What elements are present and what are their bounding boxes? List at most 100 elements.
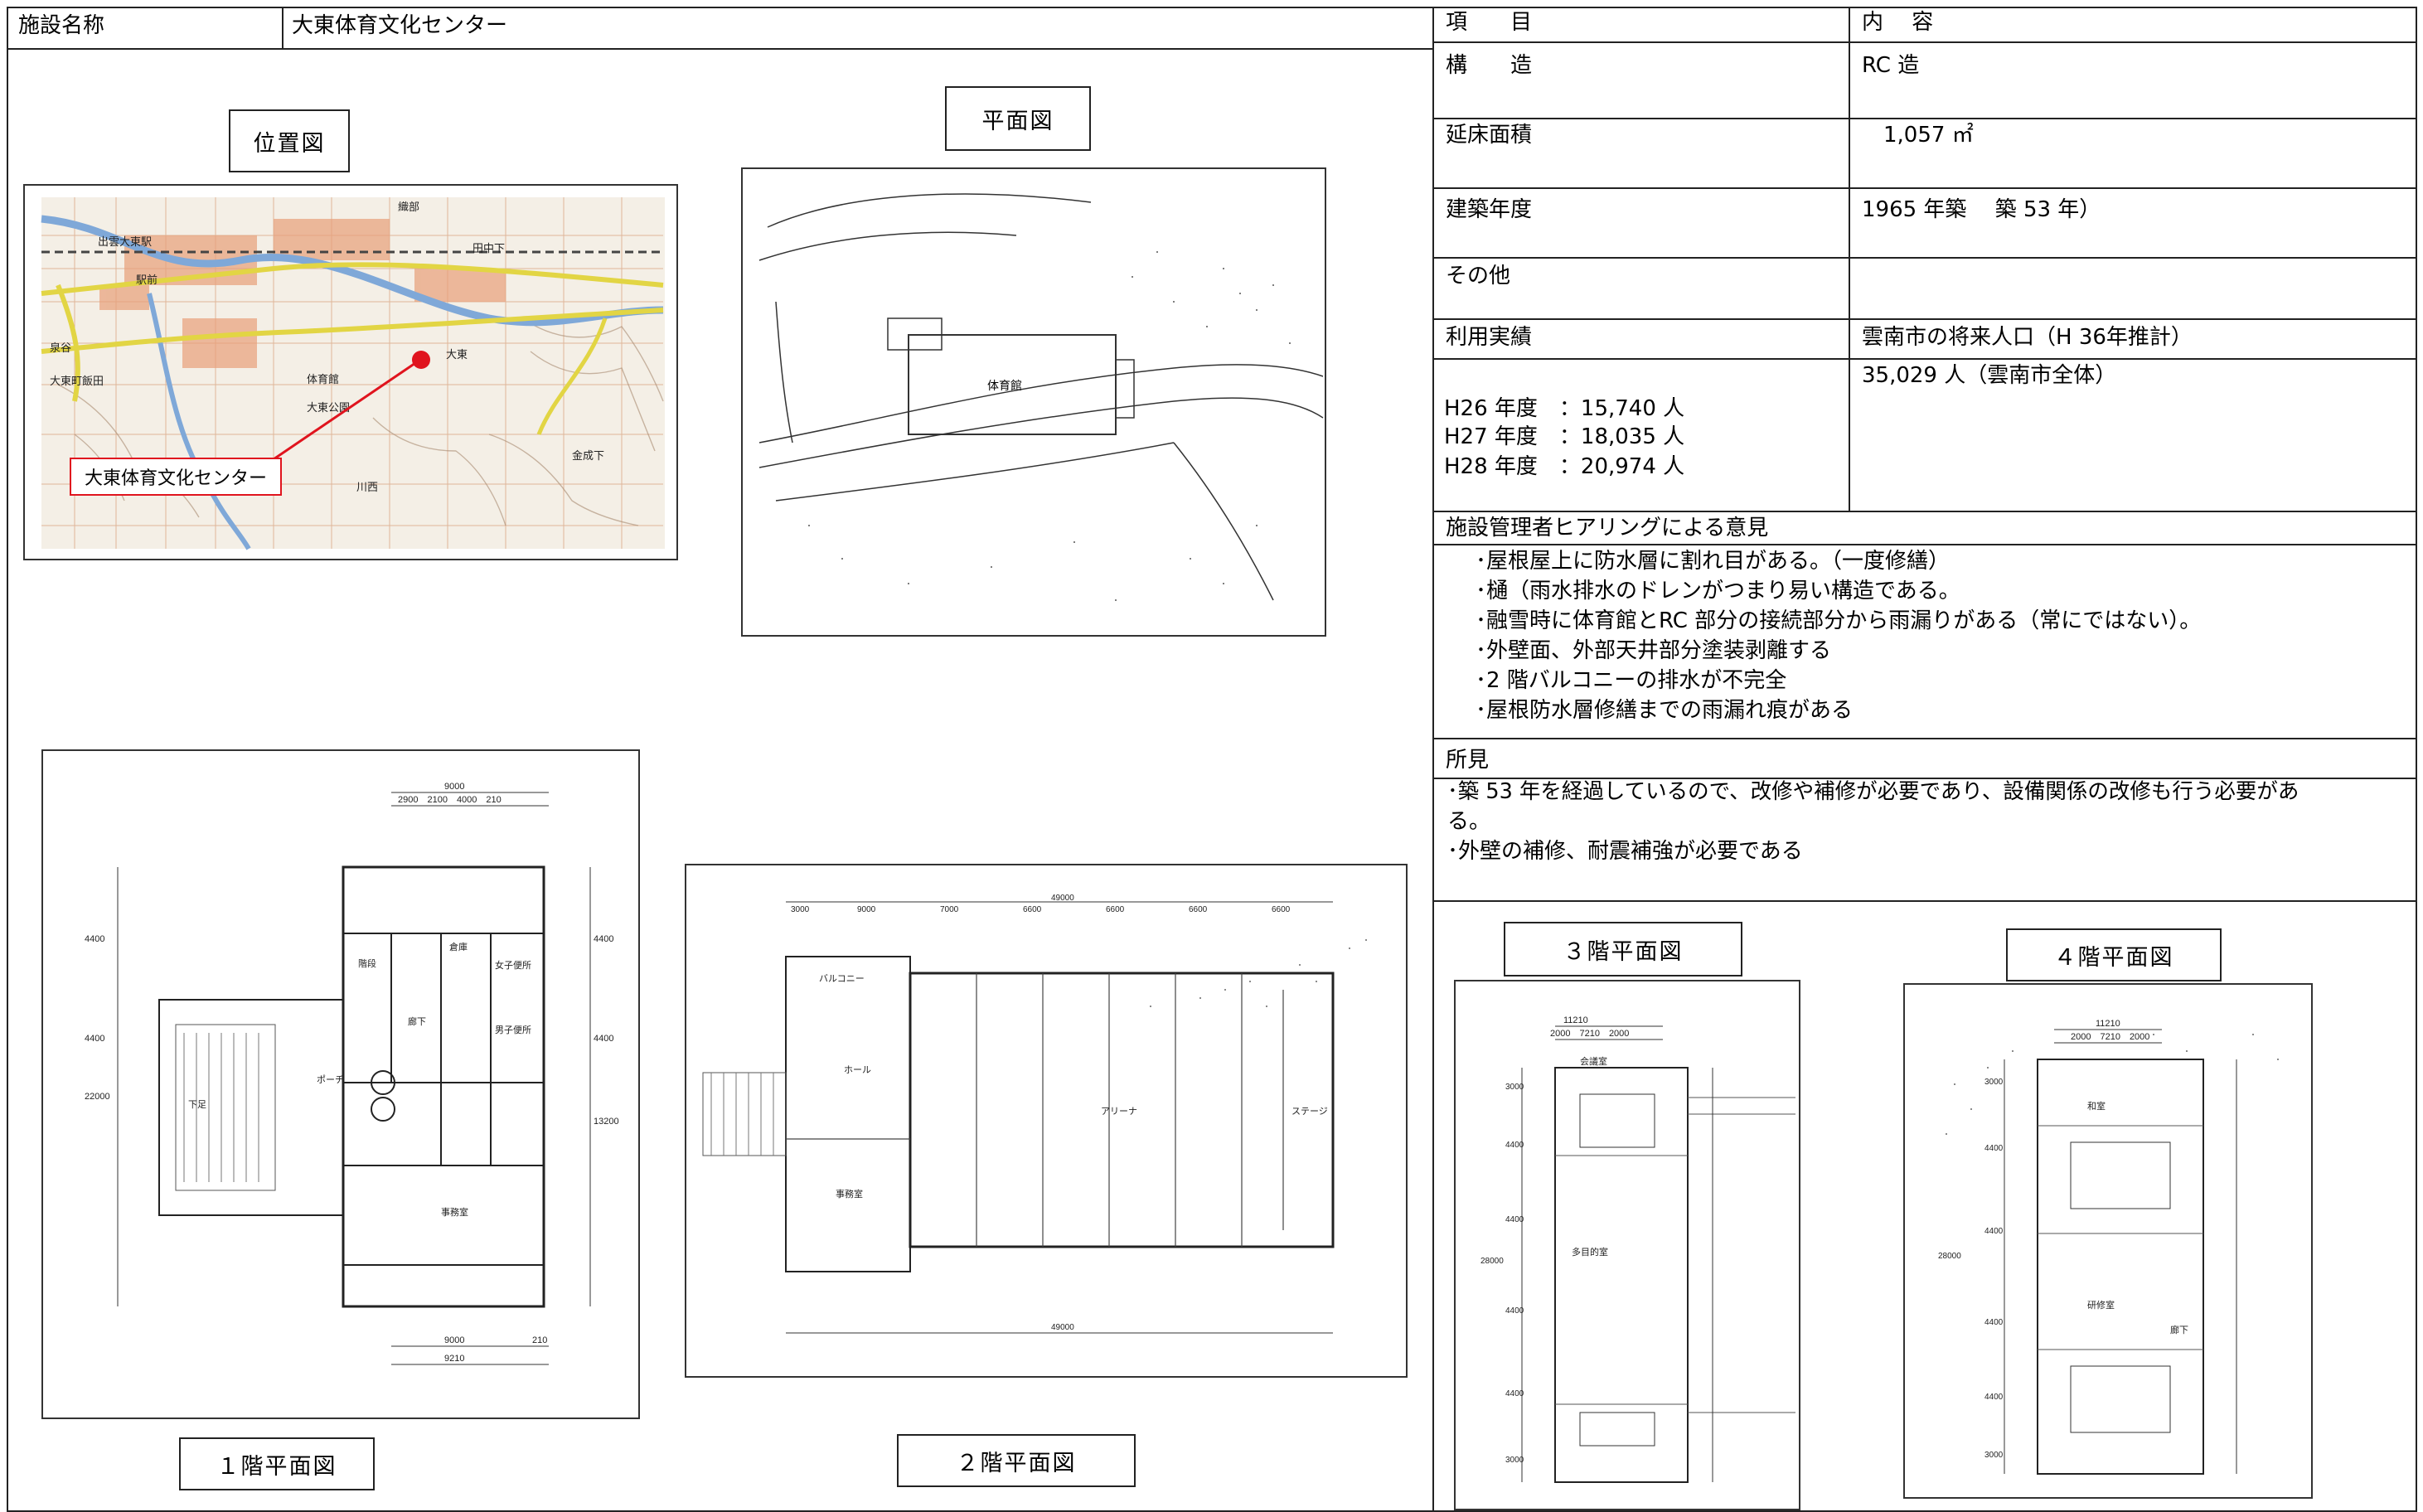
opinion-item: ･2 階バルコニーの排水が不完全 (1476, 668, 1787, 693)
table-line (1432, 738, 2417, 739)
f3-hall: 多目的室 (1572, 1246, 1608, 1258)
f2-office: 事務室 (836, 1188, 863, 1199)
f1-stair: 階段 (358, 957, 376, 969)
f1-dim-bottom: 9000 (444, 1335, 464, 1345)
f3-side: 3000 (1505, 1083, 1524, 1092)
row-year-value: 1965 年築 築 53 年） (1862, 197, 2101, 222)
f1-dim-bottom2: 9210 (444, 1354, 464, 1364)
table-line (1432, 358, 2417, 360)
f2-seg: 9000 (857, 905, 876, 914)
findings-line: ･築 53 年を経過しているので、改修や補修が必要であり、設備関係の改修も行う必… (1447, 779, 2299, 804)
floor1-graphic: 9000 2900 2100 4000 210 9000 210 9210 (85, 782, 619, 1365)
f1-office: 事務室 (441, 1206, 468, 1218)
f1-porch: ポーチ (317, 1074, 344, 1085)
floor2-caption: ２階平面図 (897, 1434, 1136, 1487)
location-map-caption: 位置図 (229, 109, 350, 172)
map-callout: 大東体育文化センター (70, 458, 282, 496)
f1-side-dim: 4400 (85, 934, 104, 944)
usage-line-h26: H26 年度 ：15,740 人 (1444, 396, 1685, 421)
floor2-plan: 49000 49000 3000 9000 7000 6600 6600 660… (685, 864, 1408, 1378)
map-label-iida: 大東町飯田 (50, 375, 104, 387)
map-label-station: 出雲大東駅 (98, 235, 152, 248)
f1-dim-top: 9000 (444, 782, 464, 792)
f3-side: 4400 (1505, 1306, 1524, 1316)
row-structure-label: 構 造 (1446, 53, 1533, 78)
map-label-daito: 大東 (446, 348, 468, 361)
f2-seg: 6600 (1272, 905, 1291, 914)
site-plan: 体育館 (741, 167, 1326, 637)
f2-dim-top: 49000 (1051, 894, 1074, 903)
site-gym-label: 体育館 (987, 379, 1022, 392)
location-map: 出雲大東駅 駅前 大東 体育館 大東公園 川西 泉谷 大東町飯田 金成下 織部 … (23, 184, 678, 560)
f1-total: 22000 (85, 1092, 110, 1102)
opinion-item: ･屋根屋上に防水層に割れ目がある。（一度修繕） (1476, 549, 1951, 574)
facility-name-value: 大東体育文化センター (292, 13, 508, 38)
f4-dim-sub: 2000 7210 2000 (2071, 1032, 2149, 1042)
f1-total2: 13200 (594, 1117, 619, 1127)
f4-big: 研修室 (2087, 1299, 2115, 1311)
f4-total: 28000 (1938, 1252, 1961, 1261)
opinion-item: ･屋根防水層修繕までの雨漏れ痕がある (1476, 698, 1854, 723)
table-line (1432, 257, 2417, 259)
f3-room: 会議室 (1580, 1055, 1607, 1067)
f1-warehouse: 倉庫 (449, 941, 468, 952)
opinion-item: ･外壁面、外部天井部分塗装剥離する (1476, 638, 1832, 663)
location-marker (412, 351, 430, 369)
f2-stage: ステージ (1291, 1107, 1328, 1117)
f1-dim-bottom-r: 210 (532, 1335, 547, 1345)
floor1-plan: 9000 2900 2100 4000 210 9000 210 9210 (41, 749, 640, 1419)
table-line (1432, 41, 2417, 43)
f4-dim-top: 11210 (2096, 1019, 2120, 1029)
floor2-graphic: 49000 49000 3000 9000 7000 6600 6600 660… (702, 894, 1367, 1334)
table-col-divider (1849, 7, 1850, 512)
f4-side: 3000 (1984, 1451, 2004, 1460)
row-structure-value: RC 造 (1862, 53, 1920, 78)
f1-side-dim: 4400 (594, 1034, 613, 1044)
row-area-label: 延床面積 (1446, 123, 1533, 148)
opinion-item: ･融雪時に体育館とRC 部分の接続部分から雨漏りがある（常にではない）。 (1476, 608, 2202, 633)
f4-corridor: 廊下 (2170, 1324, 2188, 1335)
row-area-value: 1,057 ㎡ (1862, 123, 1974, 148)
f1-dim-sub: 2900 2100 4000 210 (398, 795, 502, 805)
f1-corridor: 廊下 (408, 1015, 426, 1027)
floor3-graphic: 11210 2000 7210 2000 会議室 多目的室 3000 4400 … (1480, 1015, 1795, 1483)
row-other-label: その他 (1446, 264, 1511, 288)
f3-side: 4400 (1505, 1215, 1524, 1224)
content-header: 内 容 (1862, 10, 1934, 35)
row-usage-value: 雲南市の将来人口（H 36年推計） (1862, 325, 2193, 350)
floor4-caption: ４階平面図 (2006, 928, 2222, 981)
f2-seg: 6600 (1189, 905, 1208, 914)
map-graphic: 出雲大東駅 駅前 大東 体育館 大東公園 川西 泉谷 大東町飯田 金成下 織部 … (25, 186, 676, 559)
floor3-caption: ３階平面図 (1504, 922, 1742, 976)
findings-line: ･外壁の補修、耐震補強が必要である (1447, 839, 1803, 864)
f4-side: 4400 (1984, 1144, 2004, 1153)
table-line (1432, 778, 2417, 779)
floor4-graphic: 11210 2000 7210 2000 和室 研修室 廊下 3000 4400… (1938, 1019, 2279, 1475)
f4-side: 4400 (1984, 1318, 2004, 1327)
f2-balcony: バルコニー (819, 973, 865, 984)
map-label-park: 大東公園 (307, 401, 350, 414)
f4-room: 和室 (2087, 1100, 2106, 1112)
usage-line-h28: H28 年度 ：20,974 人 (1444, 454, 1685, 479)
table-line (1432, 187, 2417, 189)
facility-name-label: 施設名称 (18, 13, 105, 38)
f4-side: 4400 (1984, 1227, 2004, 1236)
map-callout-text: 大東体育文化センター (84, 468, 267, 489)
table-line (1432, 544, 2417, 545)
f3-total: 28000 (1480, 1257, 1504, 1266)
item-header: 項 目 (1446, 10, 1533, 35)
header-divider (7, 48, 1434, 50)
f3-side: 4400 (1505, 1389, 1524, 1398)
f2-seg: 6600 (1106, 905, 1125, 914)
table-line (1432, 511, 2417, 512)
main-divider (1432, 7, 1434, 1512)
opinion-title: 施設管理者ヒアリングによる意見 (1446, 516, 1769, 540)
table-line (1432, 318, 2417, 320)
map-label-izumidani: 泉谷 (50, 342, 71, 354)
f2-hall: ホール (844, 1064, 871, 1075)
map-arrow (273, 360, 419, 461)
f1-side-dim: 4400 (85, 1034, 104, 1044)
f1-side-dim: 4400 (594, 934, 613, 944)
f2-seg: 6600 (1023, 905, 1042, 914)
f2-seg: 7000 (940, 905, 959, 914)
